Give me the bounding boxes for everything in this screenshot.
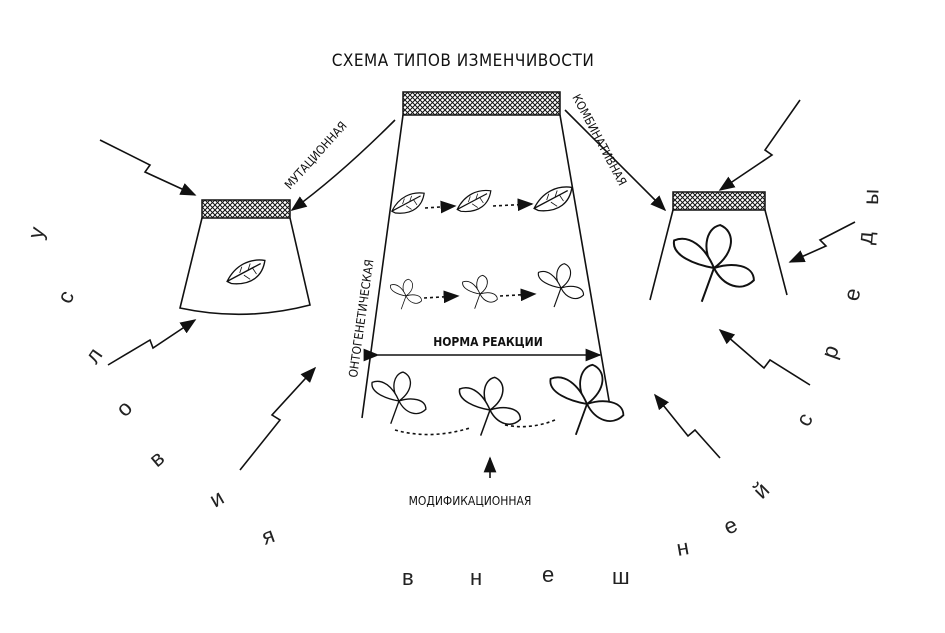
central-shape-edges: [361, 114, 613, 419]
lightning-arrow: [239, 366, 317, 471]
lightning-arrow: [718, 99, 801, 191]
leaf: [389, 278, 422, 310]
combinative-arrow: [564, 109, 667, 212]
central-population-shape: [361, 91, 613, 419]
leaf: [533, 186, 573, 212]
letter: в: [144, 445, 169, 472]
environment-arrows: [99, 99, 856, 471]
letter: и: [205, 485, 228, 513]
mutational-population-shape: [179, 199, 311, 316]
combinative-label: КОМБИНАТИВНАЯ: [569, 92, 629, 188]
genotype-hatched-bar: [402, 91, 561, 116]
leaf: [226, 259, 266, 285]
reaction-norm: НОРМА РЕАКЦИИ: [363, 335, 602, 362]
letter: д: [852, 230, 878, 245]
lightning-arrow: [107, 319, 197, 366]
letter: й: [748, 477, 774, 503]
lightning-arrow: [718, 328, 811, 386]
letter: н: [675, 534, 691, 561]
leaf: [672, 224, 755, 303]
mutational-label: МУТАЦИОННАЯ: [282, 119, 350, 192]
letter: е: [720, 512, 742, 540]
environment-phrase: у с л о в и я в н е ш н е й с р е д ы: [23, 188, 884, 590]
reaction-norm-label: НОРМА РЕАКЦИИ: [433, 335, 543, 349]
letter: е: [542, 562, 554, 587]
letter: л: [80, 343, 108, 368]
letter: е: [838, 286, 865, 303]
letter: о: [111, 395, 137, 421]
letter: н: [470, 565, 482, 590]
lightning-arrow: [99, 139, 197, 196]
ontogenetic-label: ОНТОГЕНЕТИЧЕСКАЯ: [346, 259, 376, 379]
lightning-arrow: [788, 221, 856, 263]
leaf: [458, 376, 522, 437]
leaf: [537, 263, 585, 308]
leaf-row-2: [389, 263, 585, 310]
letter: у: [23, 224, 50, 241]
modification-label: МОДИФИКАЦИОННАЯ: [409, 494, 532, 508]
letter: р: [816, 342, 844, 362]
leaf: [456, 189, 492, 213]
leaf: [391, 192, 425, 214]
diagram-title: СХЕМА ТИПОВ ИЗМЕНЧИВОСТИ: [332, 51, 595, 71]
lightning-arrow: [653, 393, 721, 459]
letter: ш: [612, 564, 630, 589]
letter: я: [258, 522, 278, 550]
leaf-row-3: [371, 363, 625, 437]
letter: в: [402, 565, 414, 590]
letter: с: [791, 408, 818, 430]
combinative-population-shape: [649, 191, 788, 303]
letter: ы: [858, 188, 884, 205]
leaf-row-1: [391, 186, 573, 214]
leaf: [462, 274, 498, 310]
leaf: [371, 371, 427, 425]
leaf: [549, 363, 625, 436]
letter: с: [52, 287, 79, 308]
mutational-arrow: [290, 119, 396, 211]
